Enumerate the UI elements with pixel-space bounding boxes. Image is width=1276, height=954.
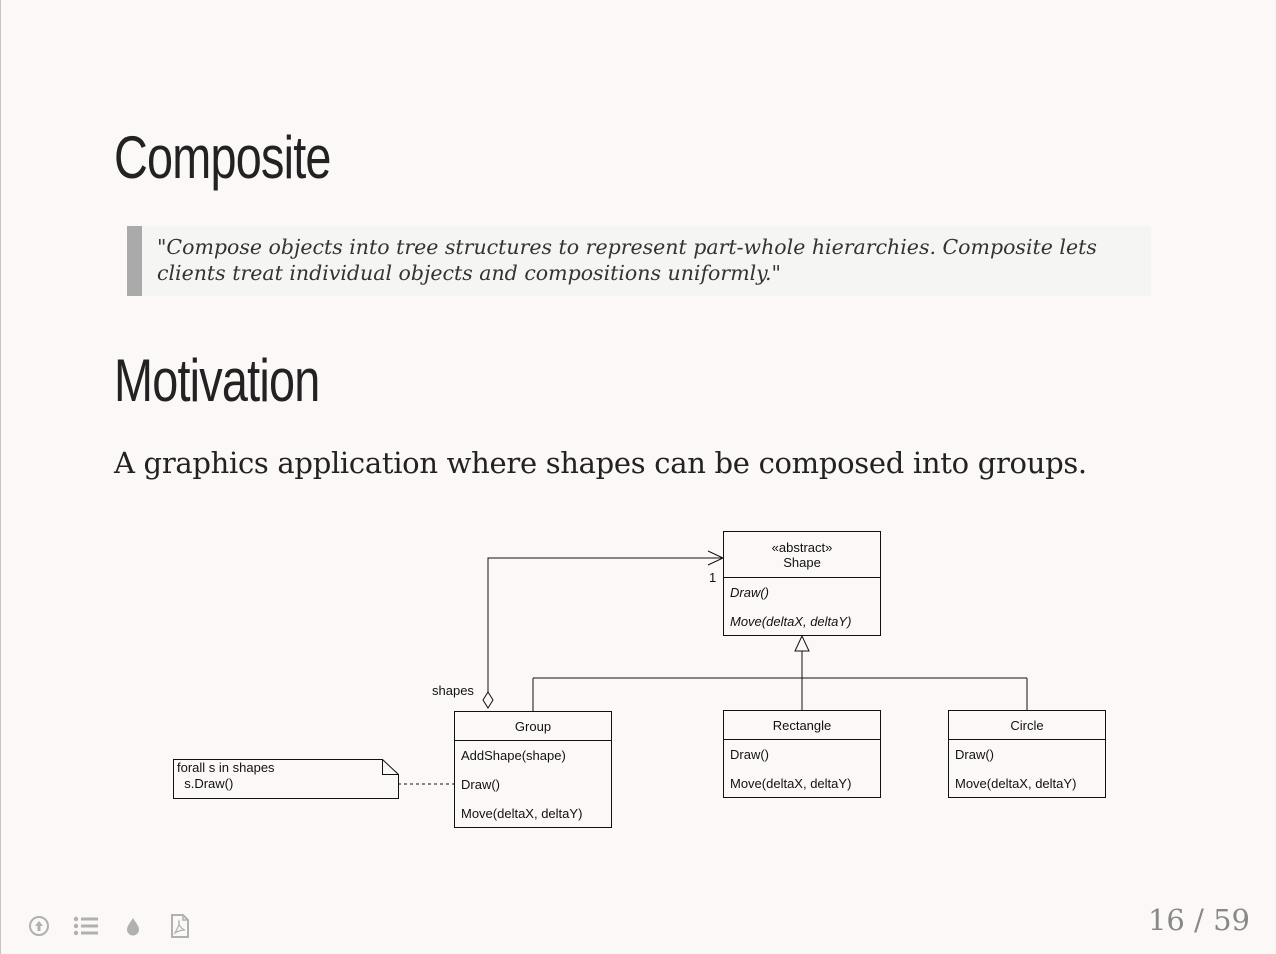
circle-class-name: Circle [1010,718,1043,733]
theme-button[interactable] [120,913,146,939]
outline-button[interactable] [73,913,99,939]
shape-method: Move(deltaX, deltaY) [730,614,851,629]
page-counter: 16 / 59 [1148,903,1250,937]
slide-title: Composite [114,124,331,191]
motivation-text: A graphics application where shapes can … [114,446,1087,480]
inheritance-triangle [794,634,810,652]
note-line: s.Draw() [177,776,233,791]
list-icon [73,915,99,937]
scroll-top-icon [28,915,50,937]
class-group: Group AddShape(shape) Draw() Move(deltaX… [454,711,612,828]
association-role: shapes [432,683,474,698]
total-pages: 59 [1213,903,1250,937]
association-multiplicity: 1 [709,570,716,585]
circle-method: Draw() [955,747,994,762]
generalization-lines [532,634,1028,711]
class-circle: Circle Draw() Move(deltaX, deltaY) [948,710,1106,798]
current-page: 16 [1147,903,1185,937]
slide-toolbar [26,912,214,940]
shape-stereotype: «abstract» [772,540,833,555]
rectangle-method: Move(deltaX, deltaY) [730,776,851,791]
pdf-button[interactable] [167,913,193,939]
definition-quote: "Compose objects into tree structures to… [127,226,1151,296]
group-method: Move(deltaX, deltaY) [461,806,582,821]
group-class-name: Group [515,719,551,734]
shape-method: Draw() [730,585,769,600]
drop-icon [125,915,141,937]
group-method: AddShape(shape) [461,748,566,763]
uml-note: forall s in shapes s.Draw() [173,759,454,799]
class-shape: «abstract» Shape Draw() Move(deltaX, del… [723,531,881,636]
scroll-top-button[interactable] [26,913,52,939]
group-method: Draw() [461,777,500,792]
aggregation-diamond [482,691,494,709]
shape-class-name: Shape [783,555,821,570]
left-border [0,0,1,954]
rectangle-method: Draw() [730,747,769,762]
note-line: forall s in shapes [177,760,275,775]
pdf-icon [170,914,190,938]
class-rectangle: Rectangle Draw() Move(deltaX, deltaY) [723,710,881,798]
section-title: Motivation [114,347,320,414]
rectangle-class-name: Rectangle [773,718,832,733]
association-arrow: 1 shapes [432,550,725,709]
circle-method: Move(deltaX, deltaY) [955,776,1076,791]
page-separator: / [1194,903,1204,937]
